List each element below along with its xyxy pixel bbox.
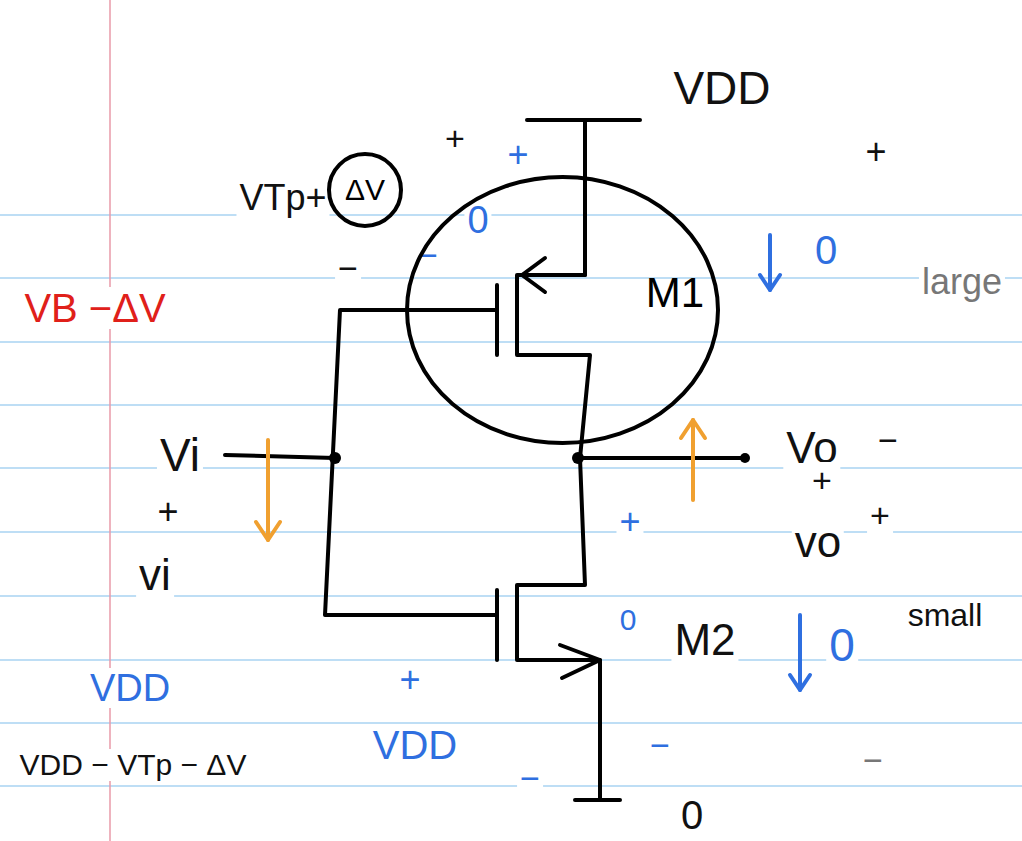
label: + — [809, 462, 835, 498]
label: − — [517, 760, 543, 796]
label: 0 — [812, 229, 840, 271]
label: 0 — [617, 604, 640, 636]
label: 0 — [678, 794, 706, 836]
current-arrows — [256, 420, 705, 540]
label: − — [875, 422, 901, 458]
label: + — [442, 120, 468, 156]
label: − — [335, 250, 361, 286]
label: 0 — [826, 621, 858, 669]
node-text: M1 — [646, 272, 704, 314]
label: + — [867, 497, 893, 533]
cmos-inverter — [225, 120, 745, 800]
label: VDD − VTp − ΔV — [17, 749, 250, 781]
label: VTp+ — [236, 179, 329, 217]
outline — [407, 177, 718, 443]
label: − — [647, 727, 673, 763]
label: VB −ΔV — [21, 287, 168, 329]
margin-line — [109, 0, 111, 841]
label: VDD — [87, 668, 173, 708]
label: large — [919, 263, 1005, 301]
label: VDD — [670, 64, 773, 112]
label: + — [396, 661, 423, 699]
label: Vi — [157, 431, 203, 479]
label: + — [154, 493, 181, 531]
label: M2 — [671, 617, 738, 663]
label: + — [504, 136, 531, 174]
label: + — [616, 503, 643, 541]
node-text: ΔV — [345, 175, 385, 205]
outline — [329, 154, 401, 226]
circled-term: ΔV — [327, 152, 403, 228]
label: vi — [136, 552, 174, 598]
junction-dots — [329, 452, 750, 464]
ruled-lines — [0, 215, 1022, 786]
label: VDD — [370, 724, 460, 766]
label: small — [905, 598, 986, 632]
label: vo — [792, 519, 844, 565]
transistor-highlight: M1 — [405, 175, 720, 445]
label: − — [860, 742, 886, 778]
label: + — [862, 133, 889, 171]
